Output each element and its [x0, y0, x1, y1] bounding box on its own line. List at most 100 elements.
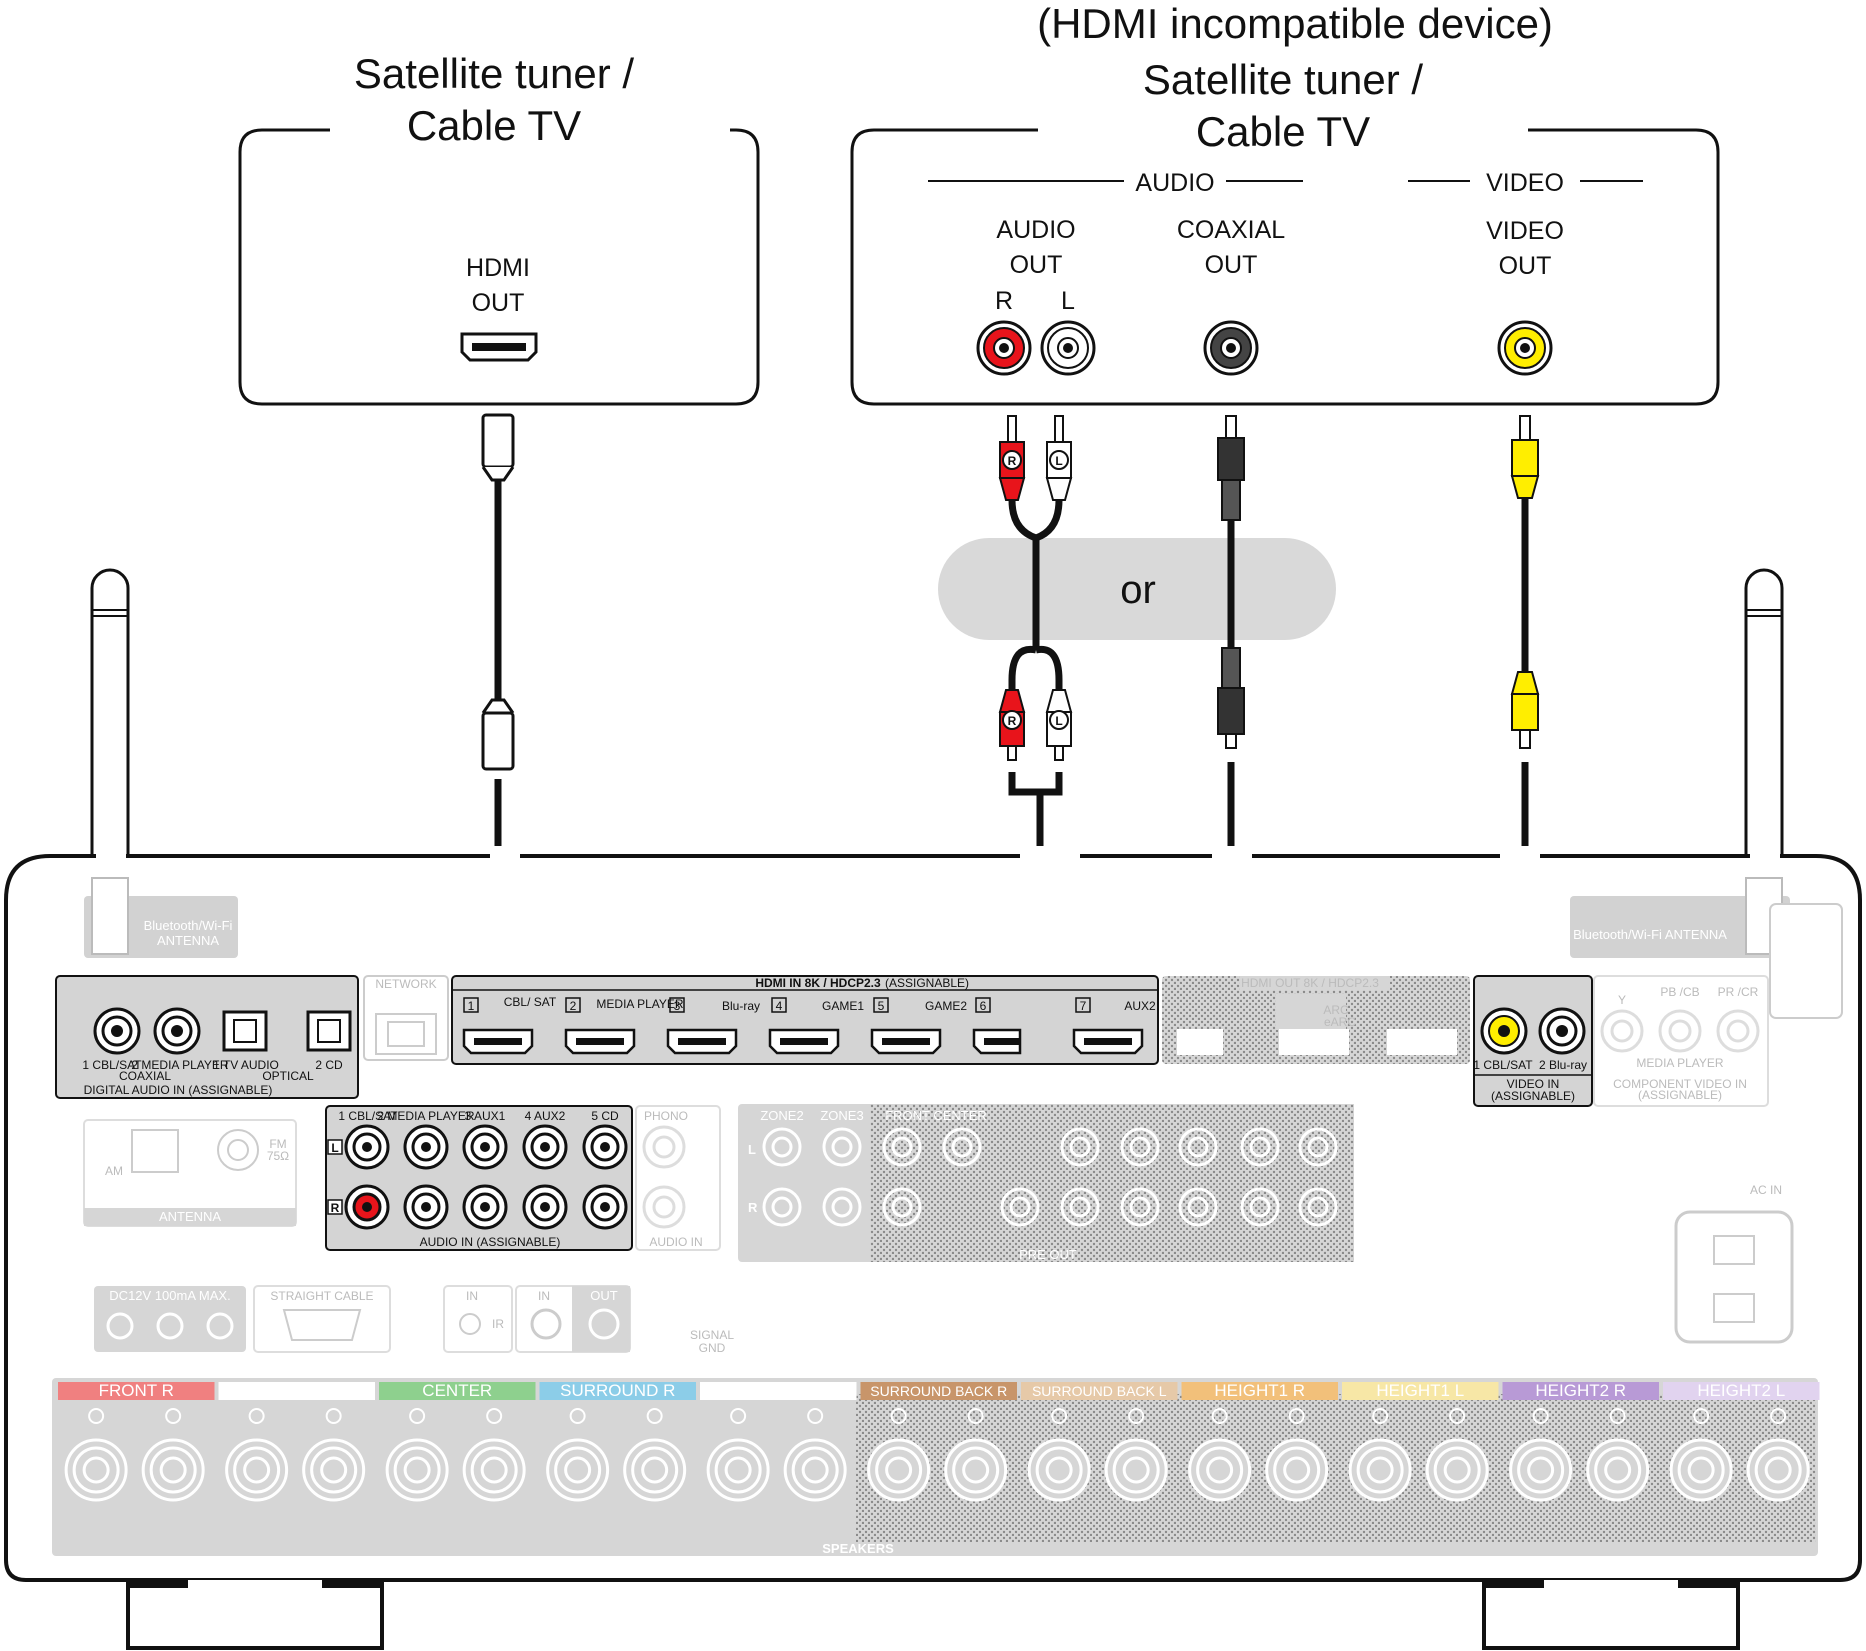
- rs232-panel: STRAIGHT CABLE: [253, 1285, 391, 1353]
- plus-terminal-icon: [88, 1408, 105, 1424]
- ac-in-panel: AC IN: [1674, 1183, 1794, 1344]
- video-group-label: VIDEO: [1486, 169, 1564, 197]
- hdmi-out-earc: eARC: [1324, 1015, 1356, 1029]
- speaker-terminal: [631, 1446, 679, 1494]
- rca-plug-r-top: R: [998, 415, 1026, 501]
- audio-in-jack-2-label: 2 MEDIA PLAYER: [377, 1109, 474, 1123]
- speaker-terminal: [1764, 1456, 1792, 1484]
- minus-terminal-icon: [165, 1408, 182, 1424]
- video-in-1-jack: [1480, 1007, 1528, 1055]
- network-label: NETWORK: [375, 977, 436, 991]
- plus-terminal-icon: [569, 1408, 586, 1424]
- speaker-group-label: FRONT R: [99, 1381, 174, 1400]
- component-y: Y: [1618, 993, 1626, 1007]
- speaker-terminal: [554, 1446, 602, 1494]
- ir-panel: IN IR: [443, 1285, 513, 1353]
- analog-device-subtitle: Cable TV: [1196, 108, 1370, 155]
- hdmi-in-6-label: GAME2: [925, 999, 967, 1013]
- hdmi-in-1-num: 1: [468, 999, 475, 1013]
- video-jack-1-label: 1 CBL/SAT: [1473, 1058, 1533, 1072]
- video-in-label: VIDEO IN: [1507, 1077, 1560, 1091]
- speaker-group-header: [700, 1382, 857, 1400]
- hdmi-in-panel: HDMI IN 8K / HDCP2.3 (ASSIGNABLE) 1 CBL/…: [451, 975, 1159, 1065]
- front-center-label: FRONT CENTER: [885, 1108, 987, 1123]
- zone3-label: ZONE3: [820, 1108, 863, 1123]
- plug-letter-r: R: [1008, 454, 1017, 468]
- speaker-terminal: [403, 1456, 431, 1484]
- minus-terminal-icon: [1449, 1408, 1466, 1424]
- plus-terminal-icon: [248, 1408, 265, 1424]
- audio-in-jack-3-label: 3 AUX1: [465, 1109, 506, 1123]
- analog-device: (HDMI incompatible device) Satellite tun…: [850, 0, 1720, 406]
- ac-in-label: AC IN: [1750, 1183, 1782, 1197]
- hdmi-in-3-num: 3: [674, 999, 681, 1013]
- speaker-group-header: [379, 1382, 536, 1400]
- hdmi-in-4-num: 4: [776, 999, 783, 1013]
- speaker-group-label: SURROUND R: [560, 1381, 675, 1400]
- signal-gnd-label-2: GND: [699, 1341, 726, 1355]
- left-channel-label: L: [1061, 287, 1075, 315]
- speaker-terminal: [1443, 1456, 1471, 1484]
- digital-audio-in-label: DIGITAL AUDIO IN (ASSIGNABLE): [84, 1083, 273, 1097]
- pre-out-panel: ZONE2 ZONE3 FRONT CENTER L R: [738, 1104, 1354, 1262]
- speaker-group-label: SURROUND BACK L: [1032, 1383, 1167, 1399]
- coaxial-out-label: COAXIAL: [1177, 216, 1285, 244]
- plus-terminal-icon: [730, 1408, 747, 1424]
- speaker-terminal: [952, 1446, 1000, 1494]
- coaxial-label: COAXIAL: [119, 1069, 171, 1083]
- video-out-label-2: OUT: [1499, 252, 1552, 280]
- hdmi-in-5-num: 5: [878, 999, 885, 1013]
- am-fm-antenna-panel: AM FM 75Ω ANTENNA: [83, 1119, 297, 1227]
- component-video-panel: Y PB /CB PR /CR MEDIA PLAYER COMPONENT V…: [1593, 975, 1769, 1107]
- speaker-terminal: [1112, 1446, 1160, 1494]
- rca-plug-r-bottom: R: [998, 689, 1026, 761]
- video-jack-2-label: 2 Blu-ray: [1539, 1058, 1587, 1072]
- hdmi-in-title: HDMI IN 8K / HDCP2.3: [755, 976, 881, 990]
- speaker-terminal: [1356, 1446, 1404, 1494]
- ir-in-label: IN: [466, 1289, 478, 1303]
- speaker-group-label: FRONT L: [261, 1381, 333, 1400]
- audio-in-l-label: L: [331, 1141, 338, 1155]
- pre-out-r: R: [748, 1200, 758, 1215]
- speaker-group-label: HEIGHT2 L: [1697, 1381, 1785, 1400]
- component-media-player: MEDIA PLAYER: [1636, 1056, 1723, 1070]
- speaker-terminal: [480, 1456, 508, 1484]
- phono-label: PHONO: [644, 1109, 688, 1123]
- rca-plug-l-top: L: [1045, 415, 1073, 501]
- speaker-terminal: [724, 1456, 752, 1484]
- speaker-terminal: [714, 1446, 762, 1494]
- component-assignable: (ASSIGNABLE): [1638, 1088, 1722, 1102]
- speaker-terminal: [1594, 1446, 1642, 1494]
- phono-audio-in-label: AUDIO IN: [649, 1235, 702, 1249]
- analog-device-title: Satellite tuner /: [1143, 56, 1423, 103]
- bt-antenna-label-left-2: ANTENNA: [157, 933, 219, 948]
- audio-out-label-2: OUT: [1010, 251, 1063, 279]
- minus-terminal-icon: [1609, 1408, 1626, 1424]
- hdmi-in-3-label: MEDIA PLAYER: [596, 997, 683, 1011]
- hdmi-out-panel: HDMI OUT 8K / HDCP2.3 ARC eARC: [1162, 976, 1470, 1064]
- video-in-panel: 1 CBL/SAT 2 Blu-ray VIDEO IN (ASSIGNABLE…: [1473, 975, 1593, 1107]
- signal-gnd: SIGNAL GND: [690, 1328, 734, 1355]
- hdmi-in-7-num: 7: [1080, 999, 1087, 1013]
- pre-out-l: L: [748, 1142, 756, 1157]
- speaker-terminal: [875, 1446, 923, 1494]
- plus-terminal-icon: [1693, 1408, 1710, 1424]
- speaker-terminal: [962, 1456, 990, 1484]
- speaker-terminal: [320, 1456, 348, 1484]
- hdmi-device-title: Satellite tuner /: [354, 50, 634, 97]
- speaker-group-label: SURROUND L: [722, 1381, 834, 1400]
- remote-in-label: IN: [538, 1289, 550, 1303]
- dc12v-label: DC12V 100mA MAX.: [109, 1288, 230, 1303]
- coaxial-out-jack: [1203, 320, 1259, 376]
- speaker-group-header: [860, 1382, 1017, 1400]
- video-out-label: VIDEO: [1486, 217, 1564, 245]
- speaker-group-header: [1181, 1382, 1338, 1400]
- straight-cable-label: STRAIGHT CABLE: [270, 1289, 373, 1303]
- hdmi-out-label-2: OUT: [472, 289, 525, 317]
- speaker-terminal: [1433, 1446, 1481, 1494]
- minus-terminal-icon: [1288, 1408, 1305, 1424]
- hdmi-in-2-num: 2: [570, 999, 577, 1013]
- speaker-terminal: [801, 1456, 829, 1484]
